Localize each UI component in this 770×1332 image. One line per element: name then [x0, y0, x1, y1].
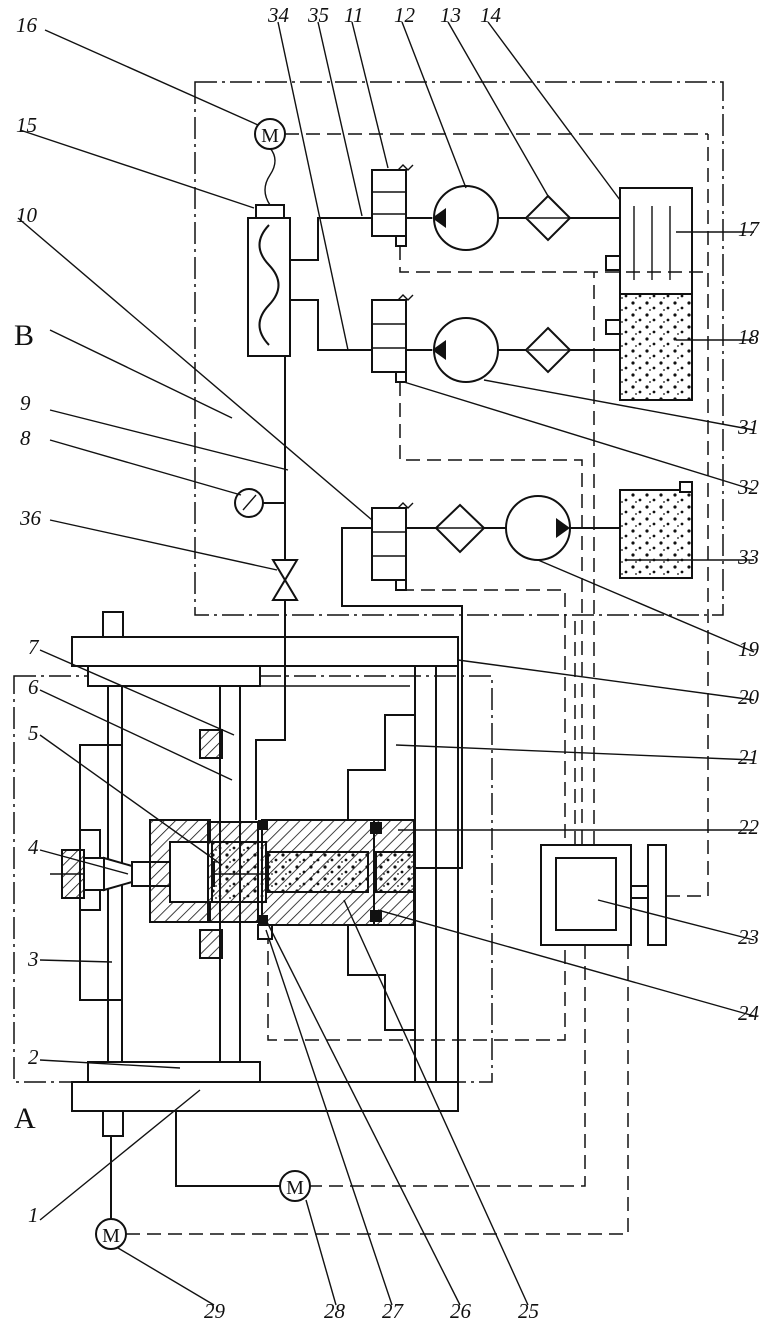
- tank-33: [620, 490, 692, 578]
- label-16: 16: [16, 13, 38, 37]
- label-14: 14: [480, 3, 502, 27]
- svg-text:M: M: [261, 125, 279, 147]
- label-23: 23: [738, 925, 759, 949]
- label-33: 33: [737, 545, 759, 569]
- label-7: 7: [28, 635, 40, 659]
- label-28: 28: [324, 1299, 346, 1323]
- tank-17: [620, 188, 692, 294]
- valve-10: [372, 508, 406, 580]
- region-b-label: B: [14, 319, 34, 352]
- label-11: 11: [344, 3, 363, 27]
- motors-bottom: M M: [96, 1111, 310, 1249]
- valve-36-bottom: [273, 580, 297, 600]
- label-8: 8: [20, 426, 31, 450]
- label-35: 35: [307, 3, 329, 27]
- label-29: 29: [204, 1299, 226, 1323]
- label-32: 32: [737, 475, 760, 499]
- label-36: 36: [19, 506, 42, 530]
- svg-text:M: M: [286, 1177, 304, 1199]
- valve-11: [372, 170, 406, 236]
- label-22: 22: [738, 815, 760, 839]
- label-1: 1: [28, 1203, 39, 1227]
- label-12: 12: [394, 3, 416, 27]
- label-3: 3: [27, 947, 39, 971]
- label-24: 24: [738, 1001, 760, 1025]
- die-assembly: [150, 715, 415, 1030]
- valve-35: [372, 300, 406, 372]
- label-26: 26: [450, 1299, 472, 1323]
- label-17: 17: [738, 217, 761, 241]
- label-13: 13: [440, 3, 461, 27]
- region-a-label: A: [14, 1102, 36, 1135]
- label-18: 18: [738, 325, 760, 349]
- main-feed-line: [235, 350, 297, 820]
- label-31: 31: [737, 415, 759, 439]
- svg-text:M: M: [102, 1225, 120, 1247]
- supply-line-1: [290, 165, 708, 294]
- label-25: 25: [518, 1299, 539, 1323]
- label-9: 9: [20, 391, 31, 415]
- label-15: 15: [16, 113, 37, 137]
- label-21: 21: [738, 745, 759, 769]
- tank-18: [620, 294, 692, 400]
- label-34: 34: [267, 3, 290, 27]
- label-19: 19: [738, 637, 760, 661]
- label-20: 20: [738, 685, 760, 709]
- label-6: 6: [28, 675, 39, 699]
- label-5: 5: [28, 721, 39, 745]
- label-27: 27: [382, 1299, 405, 1323]
- label-4: 4: [28, 835, 39, 859]
- label-10: 10: [16, 203, 38, 227]
- label-2: 2: [28, 1045, 39, 1069]
